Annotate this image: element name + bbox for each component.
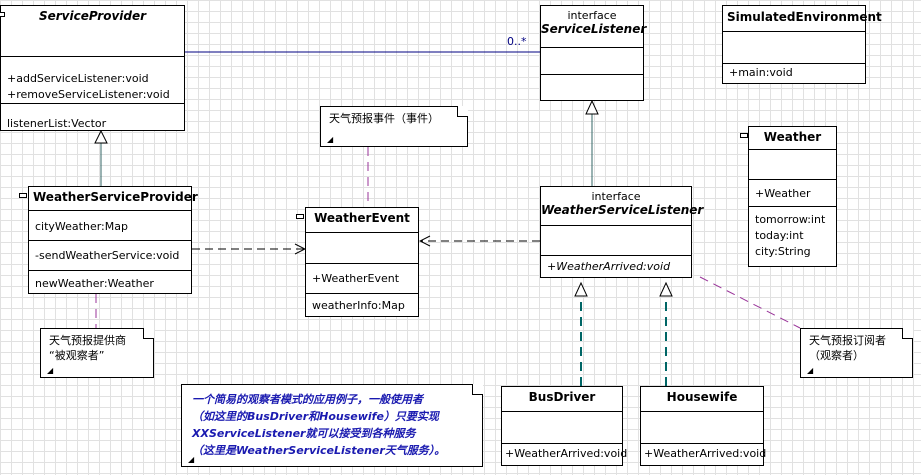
stereotype-label: interface (591, 190, 641, 203)
class-name: BusDriver (528, 390, 596, 404)
methods-section: +WeatherEvent (306, 263, 418, 293)
class-service-provider[interactable]: ServiceProvider +addServiceListener:void… (0, 5, 185, 131)
class-icon (19, 193, 27, 198)
empty-section (541, 74, 643, 100)
note-text-line: （这里是WeatherServiceListener天气服务）。 (192, 444, 446, 457)
class-housewife[interactable]: Housewife +WeatherArrived:void (640, 386, 767, 466)
interface-service-listener[interactable]: interface ServiceListener (540, 5, 647, 101)
field: city:String (755, 245, 811, 258)
class-name: WeatherServiceProvider (33, 190, 198, 204)
field: cityWeather:Map (35, 220, 128, 233)
note-text-line: XXServiceListener就可以接受到各种服务 (192, 427, 416, 440)
association-multiplicity: 0..* (507, 35, 527, 48)
methods-section: +main:void (723, 63, 865, 84)
note-anchor-icon: ◢ (807, 366, 814, 375)
methods-section: +addServiceListener:void +removeServiceL… (1, 56, 184, 103)
fields-section: tomorrow:int today:int city:String (749, 206, 836, 263)
methods-section: +Weather (749, 179, 836, 206)
note-anchor-icon: ◢ (47, 366, 54, 375)
class-name: ServiceProvider (38, 9, 147, 23)
note-text-line: （观察者） (809, 349, 864, 362)
class-icon (740, 133, 748, 138)
realization-arrowhead-busdriver (574, 281, 588, 297)
class-simulated-environment[interactable]: SimulatedEnvironment +main:void (722, 5, 882, 84)
class-name: Housewife (666, 390, 738, 404)
inheritance-arrowhead-listener (585, 99, 599, 115)
field: weatherInfo:Map (312, 299, 405, 312)
note-text-line: 天气预报提供商 (49, 334, 126, 347)
method: +main:void (729, 66, 793, 79)
note-weather-subscriber[interactable]: 天气预报订阅者 （观察者） ◢ (800, 328, 913, 378)
note-anchor-icon: ◢ (188, 455, 195, 464)
field: today:int (755, 229, 804, 242)
note-link-subscriber (699, 276, 801, 329)
class-weather-service-provider[interactable]: WeatherServiceProvider cityWeather:Map -… (19, 186, 198, 295)
empty-section (723, 31, 865, 63)
fields-section: cityWeather:Map (29, 210, 191, 240)
class-bus-driver[interactable]: BusDriver +WeatherArrived:void (501, 386, 628, 466)
empty-section (541, 47, 643, 74)
empty-section (749, 149, 836, 179)
method: +removeServiceListener:void (7, 88, 170, 101)
class-weather-event[interactable]: WeatherEvent +WeatherEvent weatherInfo:M… (296, 207, 419, 317)
method: -sendWeatherService:void (35, 249, 180, 262)
method: +WeatherEvent (312, 272, 400, 285)
interface-weather-service-listener[interactable]: interface WeatherServiceListener +Weathe… (540, 186, 704, 278)
fields-section-extra: newWeather:Weather (29, 270, 191, 295)
empty-section (541, 225, 691, 255)
class-icon (296, 214, 304, 219)
note-text-line: 天气预报订阅者 (809, 334, 886, 347)
field: newWeather:Weather (35, 277, 154, 290)
note-text-line: 一个简易的观察者模式的应用例子，一般使用者 (192, 393, 423, 406)
methods-section: +WeatherArrived:void (541, 255, 691, 278)
method: +WeatherArrived:void (547, 260, 671, 273)
class-icon (0, 12, 5, 17)
method: +addServiceListener:void (7, 72, 149, 85)
class-name: Weather (763, 130, 822, 144)
empty-section (641, 411, 763, 443)
empty-section (502, 411, 622, 443)
fields-section: listenerList:Vector (1, 103, 184, 135)
empty-section (306, 232, 418, 263)
methods-section: +WeatherArrived:void (641, 443, 767, 464)
method: +WeatherArrived:void (644, 447, 767, 460)
method: +WeatherArrived:void (505, 447, 628, 460)
method: +Weather (755, 187, 811, 200)
note-text: 天气预报事件（事件） (329, 112, 439, 125)
note-text-line: （如这里的BusDriver和Housewife）只要实现 (192, 410, 439, 423)
fields-section: weatherInfo:Map (306, 293, 418, 317)
note-weather-provider[interactable]: 天气预报提供商 “被观察者” ◢ (40, 328, 154, 378)
note-text-line: “被观察者” (49, 349, 105, 362)
class-name: WeatherEvent (314, 211, 410, 225)
interface-name: ServiceListener (541, 22, 647, 36)
interface-name: WeatherServiceListener (541, 203, 704, 217)
note-anchor-icon: ◢ (327, 135, 334, 144)
class-weather[interactable]: Weather +Weather tomorrow:int today:int … (740, 126, 837, 267)
methods-section: +WeatherArrived:void (502, 443, 628, 464)
class-name: SimulatedEnvironment (727, 10, 882, 24)
field: tomorrow:int (755, 213, 826, 226)
stereotype-label: interface (567, 9, 617, 22)
methods-section: -sendWeatherService:void (29, 240, 191, 270)
note-weather-event[interactable]: 天气预报事件（事件） ◢ (320, 106, 468, 147)
inheritance-arrowhead-provider (94, 129, 108, 144)
field: listenerList:Vector (7, 117, 107, 130)
note-summary[interactable]: 一个简易的观察者模式的应用例子，一般使用者 （如这里的BusDriver和Hou… (181, 384, 483, 467)
realization-arrowhead-housewife (659, 281, 673, 297)
